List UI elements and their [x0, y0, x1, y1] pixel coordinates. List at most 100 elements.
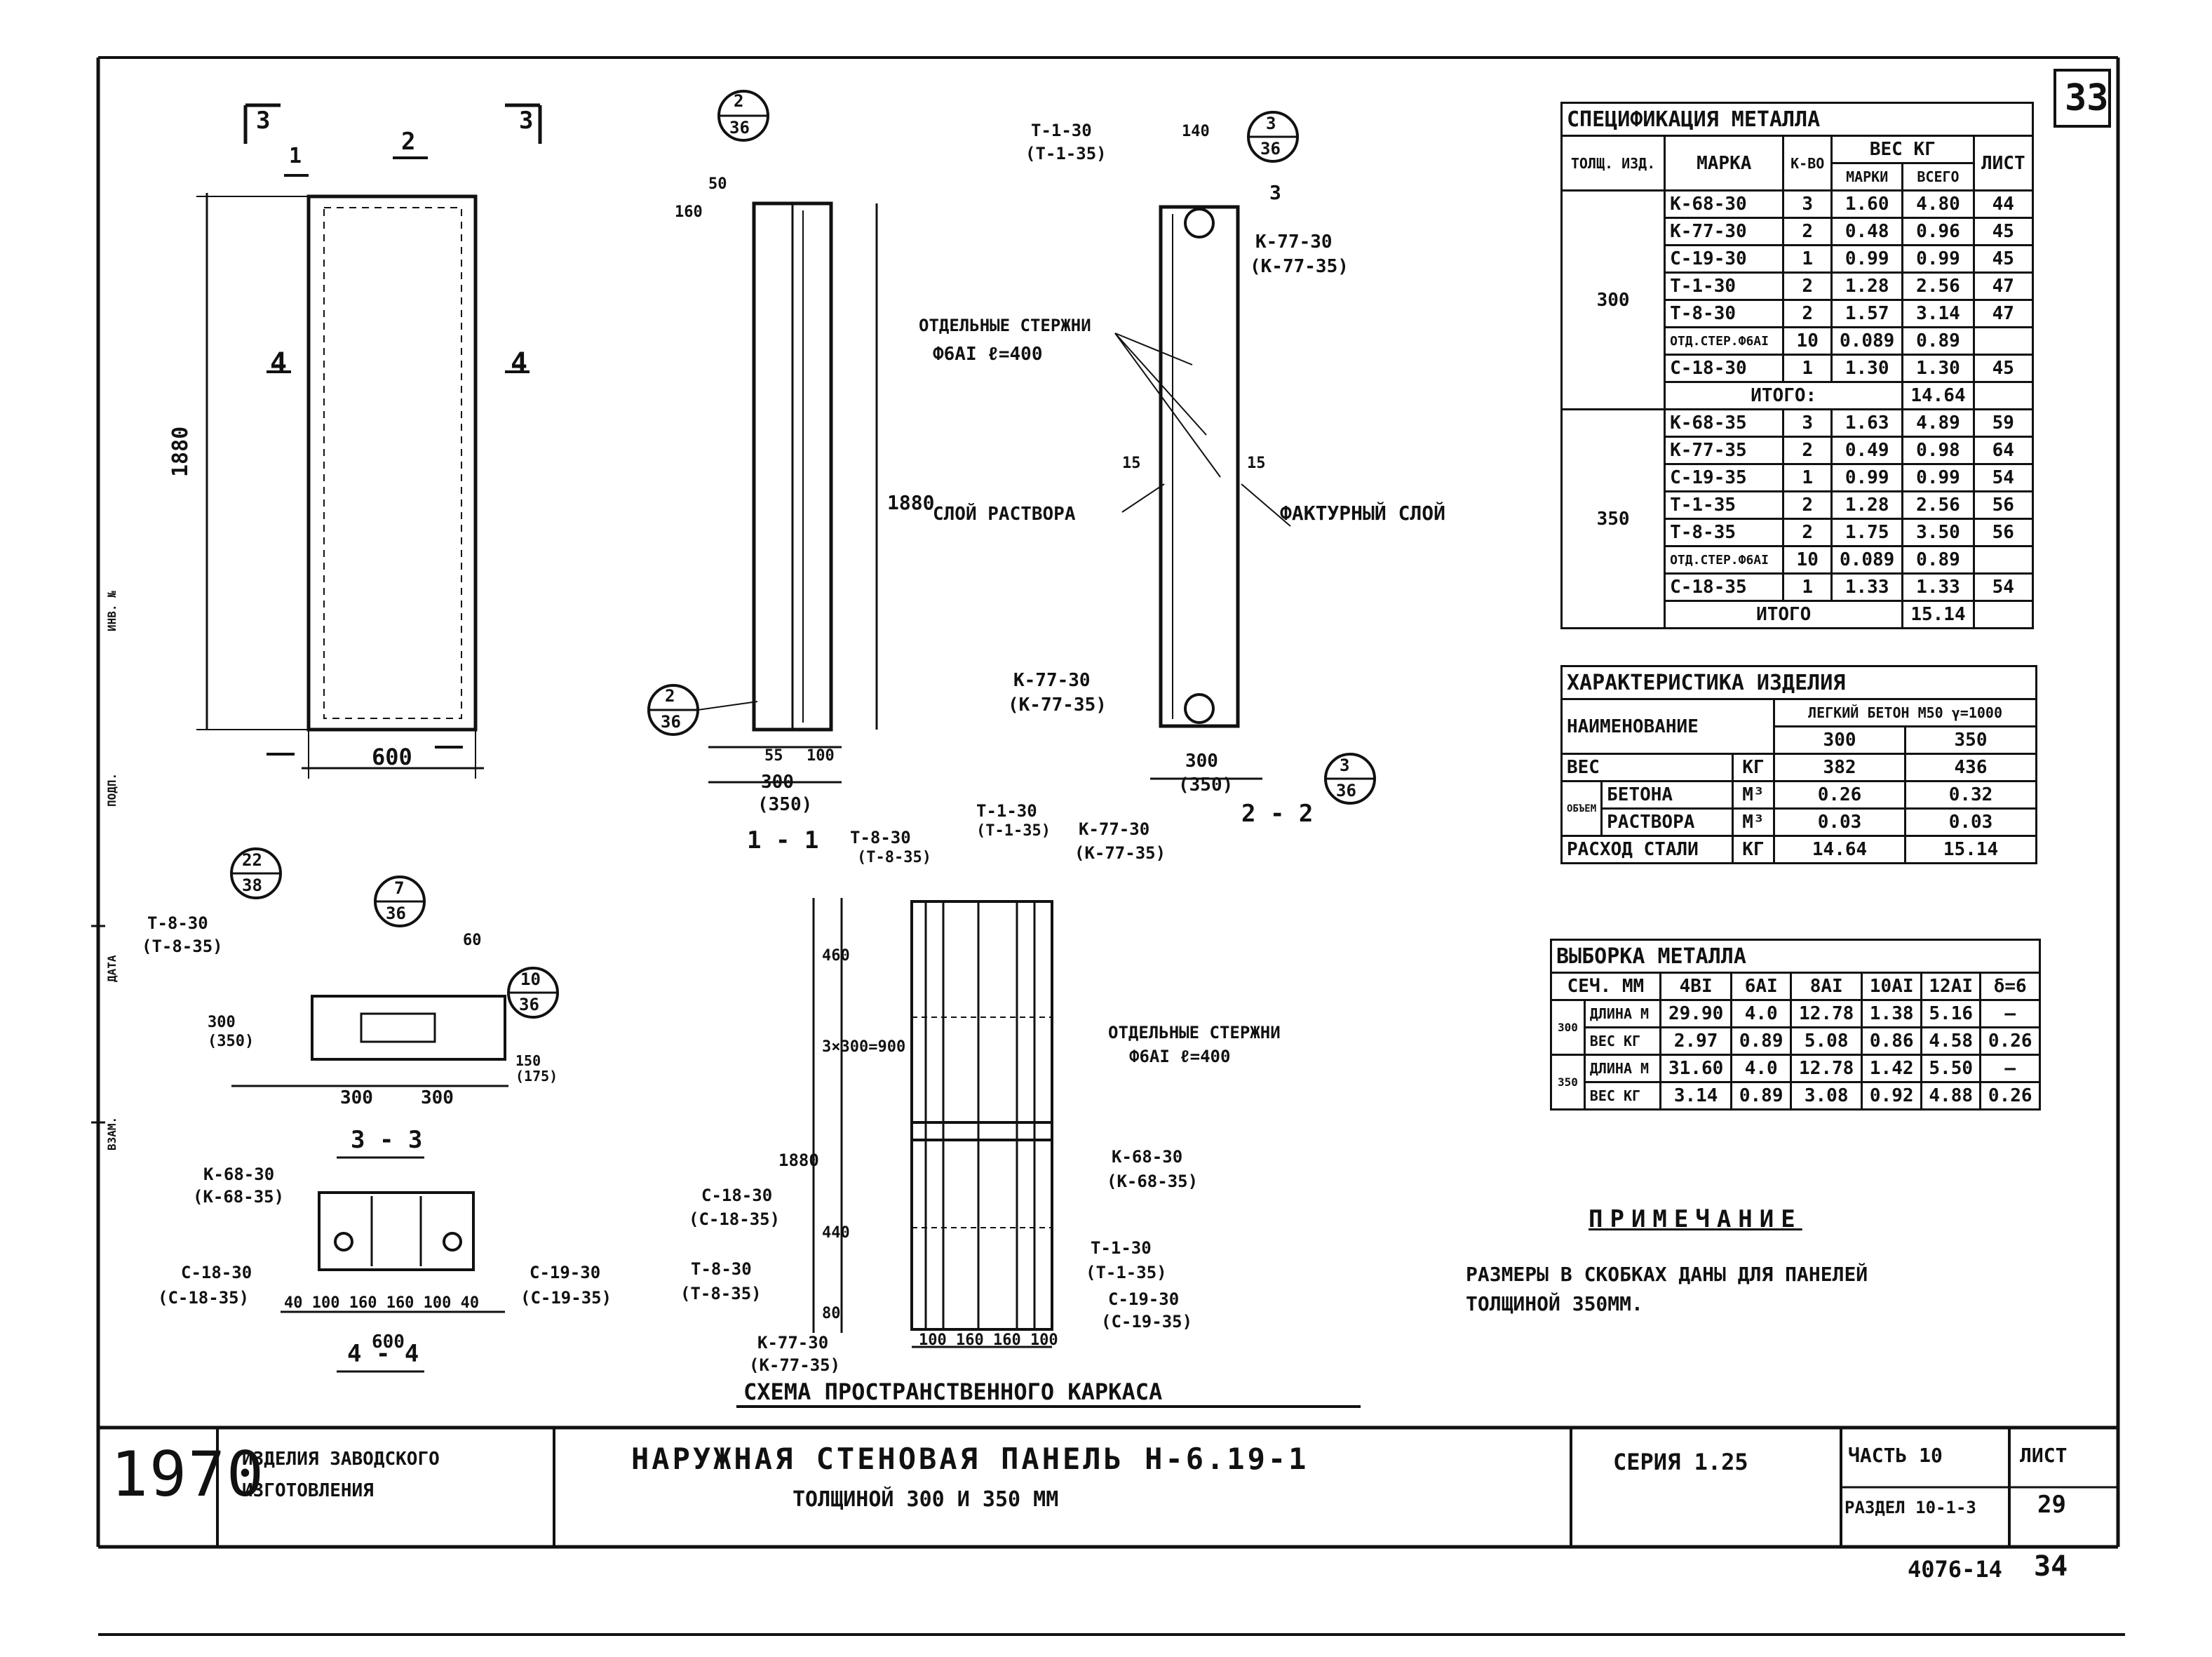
- frame-c18: С-18-30: [701, 1186, 773, 1205]
- s11-dim-50: 50: [708, 175, 727, 193]
- s22-dim-15a: 15: [1122, 455, 1141, 472]
- cell: 0.089: [1830, 326, 1904, 356]
- cell: 12.78: [1789, 999, 1863, 1028]
- cell: 2.56: [1901, 271, 1975, 301]
- s11-mortar-layer: СЛОЙ РАСТВОРА: [933, 504, 1076, 525]
- table-row: 300 ДЛИНА М 29.90 4.0 12.78 1.38 5.16 —: [1550, 999, 2041, 1056]
- side-stamp-4: ВЗАМ.: [105, 1116, 119, 1150]
- s22-callout-bot-num: 3: [1340, 756, 1350, 775]
- table-row: ОТД.СТЕР.Ф6AI 10 0.089 0.89: [1562, 545, 2035, 575]
- cell: РАСХОД СТАЛИ: [1560, 835, 1734, 864]
- s22-k77: К-77-30: [1255, 232, 1333, 253]
- cell: 4.0: [1730, 1054, 1792, 1083]
- cell: 12.78: [1789, 1054, 1863, 1083]
- cell: 2.97: [1659, 1026, 1733, 1056]
- frame-dim-3x300: 3×300=900: [822, 1038, 906, 1056]
- cell: К-77-30: [1664, 217, 1785, 246]
- title-sheet-no: 29: [2037, 1491, 2066, 1519]
- note-title: ПРИМЕЧАНИЕ: [1589, 1205, 1802, 1233]
- table-row: К-77-30 2 0.48 0.96 45: [1562, 217, 2035, 246]
- cell: 350: [1550, 1054, 1586, 1111]
- frame-c19b: (С-19-35): [1101, 1312, 1193, 1331]
- s33-c22-den: 38: [242, 876, 262, 895]
- elevation-section-4-right: 4: [511, 347, 528, 380]
- cell: 1.42: [1861, 1054, 1922, 1083]
- cell: 2: [1782, 436, 1833, 465]
- cell: 2: [1782, 490, 1833, 520]
- cell: 64: [1972, 436, 2035, 465]
- table-row: Т-8-35 2 1.75 3.50 56: [1562, 518, 2035, 547]
- sheet-frame: [91, 56, 2125, 1636]
- cell: 4.88: [1920, 1081, 1982, 1111]
- cell: 45: [1972, 244, 2035, 274]
- s44-c18b: (С-18-35): [158, 1288, 250, 1308]
- table-row: Т-1-35 2 1.28 2.56 56: [1562, 490, 2035, 520]
- cell: ОТД.СТЕР.Ф6AI: [1664, 326, 1785, 356]
- cell: 2: [1782, 217, 1833, 246]
- title-sheet-label: ЛИСТ: [2020, 1444, 2068, 1467]
- metal-selection-table: ВЫБОРКА МЕТАЛЛА СЕЧ. ММ 4BI 6AI 8AI 10AI…: [1550, 939, 2041, 1111]
- s22-dim-350: (350): [1178, 774, 1234, 796]
- side-stamp-3: ДАТА: [105, 955, 119, 982]
- cell: 10: [1782, 326, 1833, 356]
- s22-k77b: (К-77-35): [1250, 256, 1349, 277]
- title-main-2: ТОЛЩИНОЙ 300 И 350 ММ: [793, 1487, 1059, 1512]
- char-title: ХАРАКТЕРИСТИКА ИЗДЕЛИЯ: [1560, 665, 2037, 700]
- spec-total-300-label: ИТОГО:: [1664, 381, 1904, 410]
- cell: 1: [1782, 244, 1833, 274]
- cell: 0.99: [1830, 244, 1904, 274]
- title-block-lines: [98, 1425, 2118, 1547]
- cell: 0.49: [1830, 436, 1904, 465]
- cell: 3.14: [1659, 1081, 1733, 1111]
- cell: 3.14: [1901, 299, 1975, 328]
- bottom-reference: 4076-14: [1908, 1556, 2002, 1583]
- cell: К-68-35: [1664, 408, 1785, 438]
- s22-k77-bottom: К-77-30: [1013, 670, 1091, 691]
- note-text-2: ТОЛЩИНОЙ 350ММ.: [1466, 1292, 1643, 1315]
- spec-total-350-label: ИТОГО: [1664, 600, 1904, 629]
- cell: 0.03: [1904, 807, 2037, 837]
- cell: 54: [1972, 572, 2035, 602]
- spec-h-mark: МАРКА: [1664, 135, 1785, 192]
- cell: 436: [1904, 753, 2037, 782]
- frame-k68b: (К-68-35): [1107, 1172, 1199, 1191]
- s22-label: 2 - 2: [1241, 800, 1314, 828]
- s44-width: 600: [372, 1331, 405, 1353]
- spec-title: СПЕЦИФИКАЦИЯ МЕТАЛЛА: [1560, 102, 2034, 137]
- s33-dim-300: 300: [208, 1014, 236, 1031]
- side-stamp-1: ИНВ. №: [105, 591, 119, 631]
- frame-k68: К-68-30: [1112, 1147, 1183, 1167]
- cell: М³: [1731, 780, 1776, 810]
- s22-facing-layer: ФАКТУРНЫЙ СЛОЙ: [1280, 502, 1446, 525]
- s33-label: 3 - 3: [351, 1126, 423, 1154]
- s11-callout-top-num: 2: [734, 91, 744, 111]
- spec-h-weight: ВЕС КГ: [1830, 135, 1975, 164]
- s33-c10-num: 10: [520, 970, 541, 989]
- cell: Т-1-30: [1664, 271, 1785, 301]
- cell: 3.50: [1901, 518, 1975, 547]
- s11-dim-160: 160: [675, 203, 703, 221]
- frame-k77: К-77-30: [1079, 819, 1150, 839]
- cell: 5.08: [1789, 1026, 1863, 1056]
- cell: С-19-35: [1664, 463, 1785, 492]
- table-row: 350 К-68-35 3 1.63 4.89 59: [1560, 408, 2035, 629]
- cell: 1.28: [1830, 490, 1904, 520]
- cell: 45: [1972, 217, 2035, 246]
- table-row: ОТД.СТЕР.Ф6AI 10 0.089 0.89: [1562, 326, 2035, 356]
- table-row: С-19-30 1 0.99 0.99 45: [1562, 244, 2035, 274]
- cell: 44: [1972, 189, 2035, 219]
- sel-title: ВЫБОРКА МЕТАЛЛА: [1550, 939, 2041, 974]
- cell: 0.89: [1901, 545, 1975, 575]
- frame-dim-1880: 1880: [778, 1150, 819, 1170]
- cell: 2: [1782, 271, 1833, 301]
- s44-label: 4 - 4: [347, 1340, 419, 1368]
- cell: [1972, 326, 2035, 356]
- section-4-4-drawing: [281, 1191, 505, 1373]
- sel-header: 10AI: [1861, 972, 1922, 1001]
- table-row: ИТОГО 15.14: [1562, 600, 2035, 629]
- cell: 0.99: [1830, 463, 1904, 492]
- spec-h-total-weight: ВСЕГО: [1901, 162, 1975, 192]
- s22-rods-1: ОТДЕЛЬНЫЕ СТЕРЖНИ: [919, 316, 1091, 335]
- table-row: ИТОГО: 14.64: [1562, 381, 2035, 410]
- cell: 5.50: [1920, 1054, 1982, 1083]
